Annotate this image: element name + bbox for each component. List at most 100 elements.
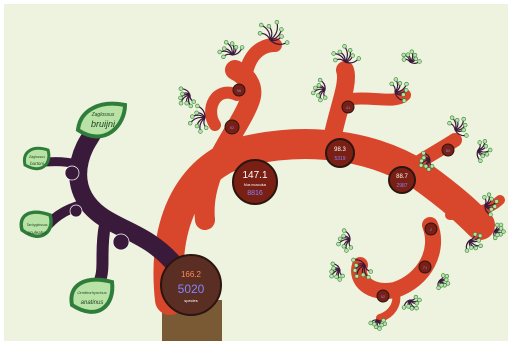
tip-leaf [463, 122, 468, 128]
tip-leaf [409, 306, 415, 311]
tip-leaf [337, 277, 342, 282]
tip-leaf [404, 81, 409, 87]
tip-leaf [329, 274, 334, 279]
tip-leaf [404, 88, 409, 93]
tip-leaf [478, 243, 483, 249]
tip-leaf [377, 326, 382, 331]
tip-leaf [316, 83, 322, 88]
tip-cluster [178, 86, 197, 109]
tip-cluster [336, 228, 354, 253]
tip-leaf [418, 163, 424, 168]
tip-leaf [194, 110, 199, 116]
tip-leaf [337, 236, 343, 242]
tip-leaf [397, 81, 403, 86]
tip-leaf [449, 115, 455, 120]
leaf-bruijni[interactable]: Zaglossus bruijni [75, 101, 128, 139]
right-node[interactable]: 88.7 2987 [388, 166, 416, 194]
tip-leaf [480, 153, 485, 159]
tip-leaf [337, 49, 342, 55]
tip-cluster [257, 20, 290, 45]
red-branch-top [238, 38, 282, 107]
tip-leaf [198, 129, 203, 134]
red-branch-lower-tip [376, 286, 401, 322]
leaf-anatinus-species: anatinus [81, 300, 104, 306]
purple-node-2[interactable] [69, 204, 83, 218]
tip-leaf [316, 93, 321, 98]
tip-leaf [472, 232, 478, 237]
leaf-bruijni-genus: Zaglossus [91, 112, 115, 118]
mid-node-subtitle: Mus musculus [244, 183, 267, 187]
tip-leaf [348, 48, 353, 53]
tip-cluster [188, 103, 209, 134]
tip-leaf [266, 24, 272, 29]
tip-leaf [483, 144, 489, 149]
small-node-3[interactable]: 41 [341, 100, 355, 114]
mid-node[interactable]: 147.1 Mus musculus 8816 [232, 159, 278, 205]
leaf-bartoni[interactable]: Zaglossus bartoni [22, 146, 51, 171]
tip-leaf [477, 140, 482, 145]
tip-leaf [368, 320, 373, 326]
tip-leaf [336, 241, 341, 247]
svg-text:80: 80 [446, 148, 451, 153]
tip-leaf [393, 77, 399, 82]
purple-node-1[interactable] [64, 165, 80, 181]
tip-leaf [318, 97, 323, 103]
tip-leaf [488, 147, 493, 153]
tip-leaf [436, 285, 441, 290]
tip-leaf [486, 192, 492, 197]
svg-text:2: 2 [430, 227, 433, 232]
tip-leaf [224, 40, 229, 45]
tip-leaf [419, 158, 424, 164]
tip-leaf [354, 263, 359, 268]
root-node[interactable]: 166.2 5020 species [160, 254, 222, 316]
tip-leaf [389, 81, 394, 87]
tip-leaf [344, 248, 349, 253]
small-node-5[interactable]: 71 [418, 260, 432, 274]
tip-leaf [331, 51, 336, 56]
tip-leaf [473, 245, 478, 251]
leaf-aculeatus[interactable]: Tachyglossus aculeatus [19, 210, 53, 238]
tip-leaf [439, 283, 444, 288]
leaf-bruijni-species: bruijni [91, 119, 116, 129]
tip-leaf [221, 54, 226, 59]
tip-leaf [311, 90, 316, 96]
tip-leaf [489, 207, 494, 212]
small-node-6[interactable]: 52 [376, 289, 390, 303]
small-node-1[interactable]: 52 [224, 119, 240, 135]
small-node-2[interactable]: 96 [232, 83, 246, 97]
tip-leaf [489, 196, 494, 202]
tip-leaf [329, 269, 334, 274]
leaf-anatinus[interactable]: Ornithorhynchus anatinus [69, 277, 115, 314]
tip-leaf [412, 52, 418, 58]
svg-text:52: 52 [230, 125, 235, 130]
tip-leaf [190, 114, 195, 119]
tip-leaf [333, 57, 338, 63]
tip-leaf [455, 117, 460, 123]
tip-cluster [311, 77, 328, 103]
svg-text:71: 71 [423, 265, 428, 270]
small-node-7[interactable]: 80 [441, 143, 455, 157]
tip-leaf [334, 274, 339, 279]
tip-leaf [461, 116, 466, 122]
svg-text:96: 96 [237, 88, 242, 93]
tip-leaf [401, 92, 406, 97]
leaf-anatinus-genus: Ornithorhynchus [77, 290, 106, 295]
purple-monotreme-branch [69, 116, 184, 274]
tip-leaf [191, 99, 197, 104]
tip-cluster [329, 261, 345, 282]
tip-leaf [482, 139, 488, 144]
tip-leaf [285, 40, 290, 45]
tip-leaf [366, 275, 371, 280]
tip-leaf [351, 257, 356, 263]
leaf-aculeatus-species: aculeatus [27, 230, 47, 235]
red-branch-left-curl [205, 86, 243, 131]
root-node-species: 5020 [178, 282, 205, 296]
tip-leaf [230, 41, 235, 46]
tip-leaf [361, 272, 366, 278]
upper-node[interactable]: 98.3 5319 [325, 138, 355, 168]
small-node-4[interactable]: 2 [424, 222, 438, 236]
tip-leaf [478, 158, 483, 164]
upper-node-species: 5319 [334, 156, 345, 162]
tip-leaf [178, 95, 183, 101]
purple-node-3[interactable] [112, 233, 130, 251]
